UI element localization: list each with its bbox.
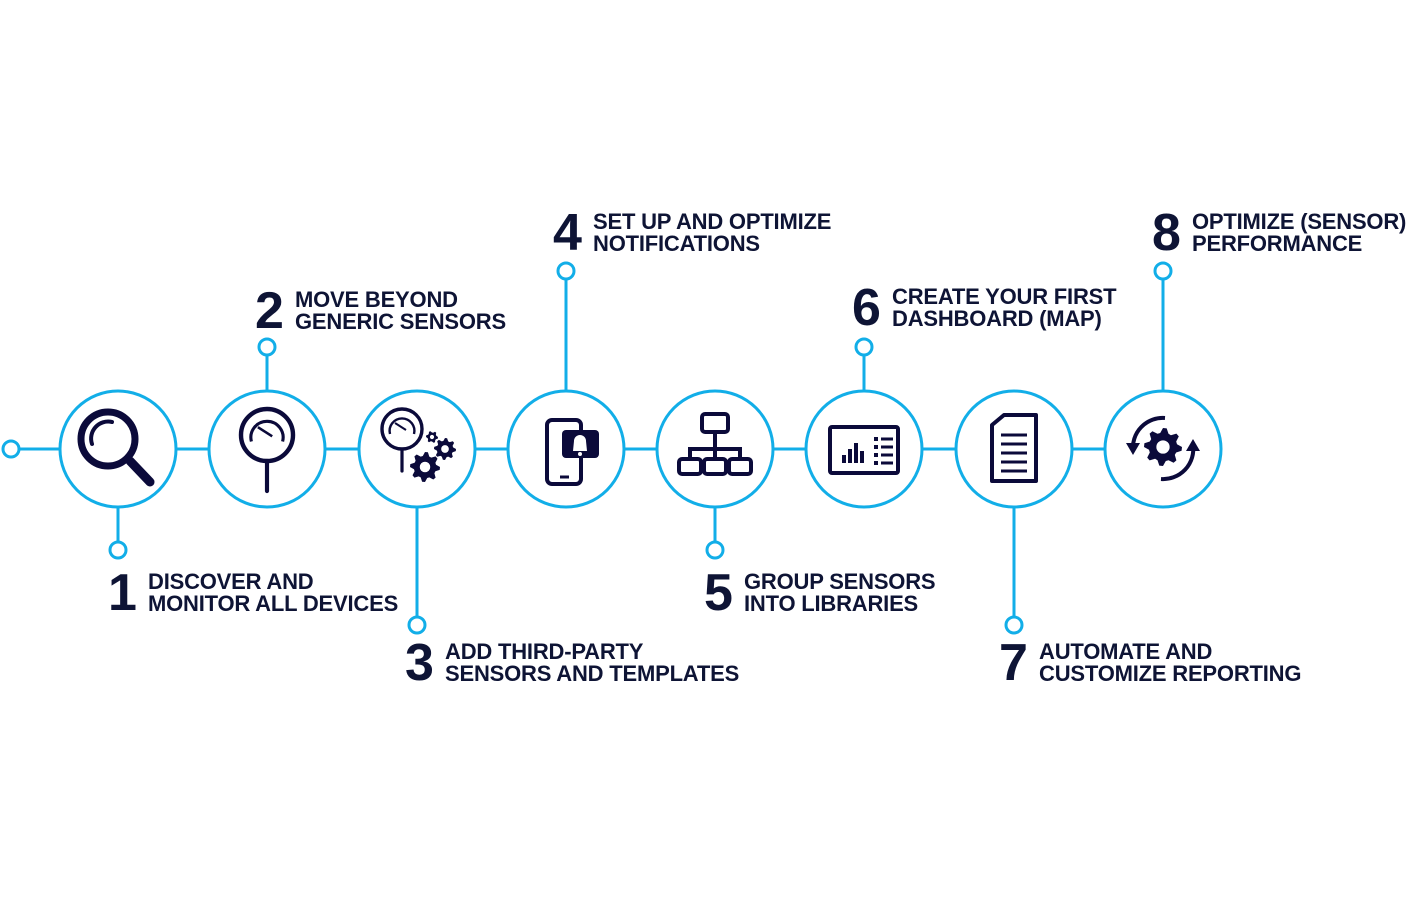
connector-dot — [1153, 261, 1173, 281]
connector-dot — [556, 261, 576, 281]
connector-dot — [705, 540, 725, 560]
hierarchy-icon — [677, 412, 753, 476]
step-title-line: CREATE YOUR FIRST — [892, 284, 1117, 309]
connector-dot — [407, 615, 427, 635]
step-title-line: DISCOVER AND — [148, 569, 314, 594]
gauge-icon — [238, 406, 296, 494]
step-title-line: CUSTOMIZE REPORTING — [1039, 661, 1302, 686]
step-title-line: OPTIMIZE (SENSOR) — [1192, 209, 1407, 234]
step-label-8: 8 OPTIMIZE (SENSOR)PERFORMANCE — [1152, 204, 1406, 262]
gauge-gears-icon — [380, 407, 456, 482]
connector-dot — [108, 540, 128, 560]
step-number: 8 — [1152, 204, 1181, 262]
step-circle — [58, 389, 178, 509]
step-title-line: PERFORMANCE — [1192, 231, 1363, 256]
step-title-line: SET UP AND OPTIMIZE — [593, 209, 832, 234]
step-number: 5 — [704, 564, 733, 622]
step-title-line: INTO LIBRARIES — [744, 591, 919, 616]
step-title-line: GROUP SENSORS — [744, 569, 936, 594]
step-number: 3 — [405, 634, 434, 692]
step-title-line: ADD THIRD-PARTY — [445, 639, 644, 664]
step-node-3 — [357, 389, 477, 509]
step-node-4 — [506, 389, 626, 509]
step-node-7 — [954, 389, 1074, 509]
step-number: 1 — [108, 564, 137, 622]
document-icon — [990, 413, 1038, 483]
connector-dot — [1004, 615, 1024, 635]
step-title-line: MOVE BEYOND — [295, 287, 458, 312]
step-number: 2 — [255, 282, 284, 340]
step-number: 7 — [999, 634, 1028, 692]
step-node-8 — [1103, 389, 1223, 509]
step-title-line: DASHBOARD (MAP) — [892, 306, 1102, 331]
magnifier-icon — [77, 408, 155, 487]
step-circle — [804, 389, 924, 509]
step-title-line: NOTIFICATIONS — [593, 231, 760, 256]
step-number: 6 — [852, 279, 881, 337]
step-circle — [357, 389, 477, 509]
timeline-start-dot — [1, 439, 21, 459]
step-node-5 — [655, 389, 775, 509]
step-title-line: MONITOR ALL DEVICES — [148, 591, 399, 616]
step-title: OPTIMIZE (SENSOR)PERFORMANCE — [1192, 211, 1406, 255]
step-circle — [954, 389, 1074, 509]
dashboard-icon — [828, 425, 900, 475]
step-title-line: GENERIC SENSORS — [295, 309, 506, 334]
phone-bell-icon — [545, 418, 599, 486]
connector-dot — [854, 337, 874, 357]
step-node-2 — [207, 389, 327, 509]
step-circle — [207, 389, 327, 509]
step-number: 4 — [553, 204, 582, 262]
connector-dot — [257, 337, 277, 357]
step-title-line: SENSORS AND TEMPLATES — [445, 661, 740, 686]
gear-cycle-icon — [1126, 415, 1200, 482]
step-node-6 — [804, 389, 924, 509]
step-node-1 — [58, 389, 178, 509]
step-title-line: AUTOMATE AND — [1039, 639, 1213, 664]
